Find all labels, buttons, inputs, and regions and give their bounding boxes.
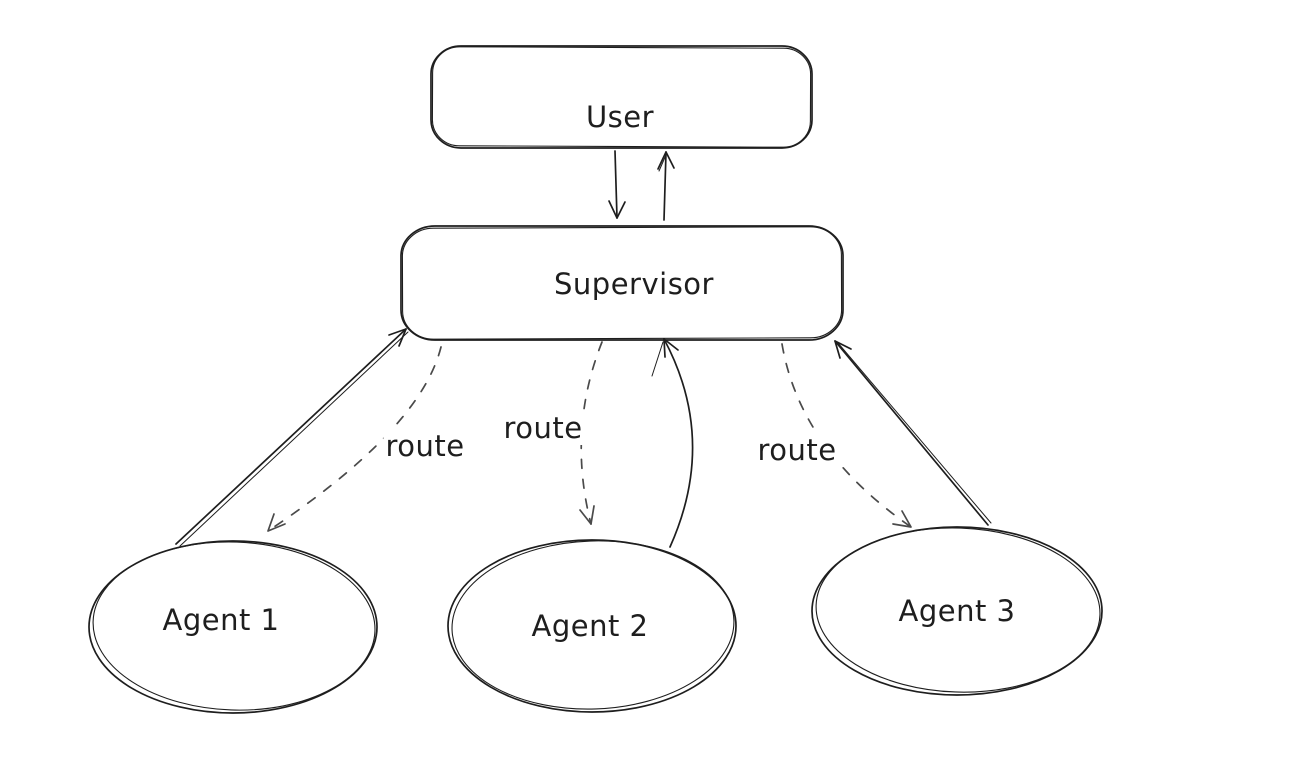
user-node-label: User (585, 100, 655, 134)
agent2-node (447, 539, 737, 713)
route-edge-label-agent1: route (383, 429, 467, 463)
supervisor-node-label: Supervisor (554, 267, 714, 301)
agent3-node (811, 526, 1103, 696)
edge-supervisor-to-agent2-dashed (579, 341, 603, 525)
user-node (430, 45, 813, 149)
agent2-node-label: Agent 2 (531, 609, 649, 643)
agent1-node-label: Agent 1 (162, 603, 280, 637)
route-edge-label-agent3: route (755, 433, 839, 467)
route-edge-label-agent2: route (501, 411, 585, 445)
agent1-node (88, 540, 378, 714)
edge-agent1-to-supervisor (175, 328, 409, 547)
supervisor-node (400, 225, 844, 341)
edge-supervisor-to-user (657, 151, 675, 221)
edge-agent2-to-supervisor (651, 338, 694, 548)
edge-agent3-to-supervisor (834, 340, 992, 526)
edge-user-to-supervisor (608, 150, 626, 219)
agent3-node-label: Agent 3 (898, 594, 1016, 628)
